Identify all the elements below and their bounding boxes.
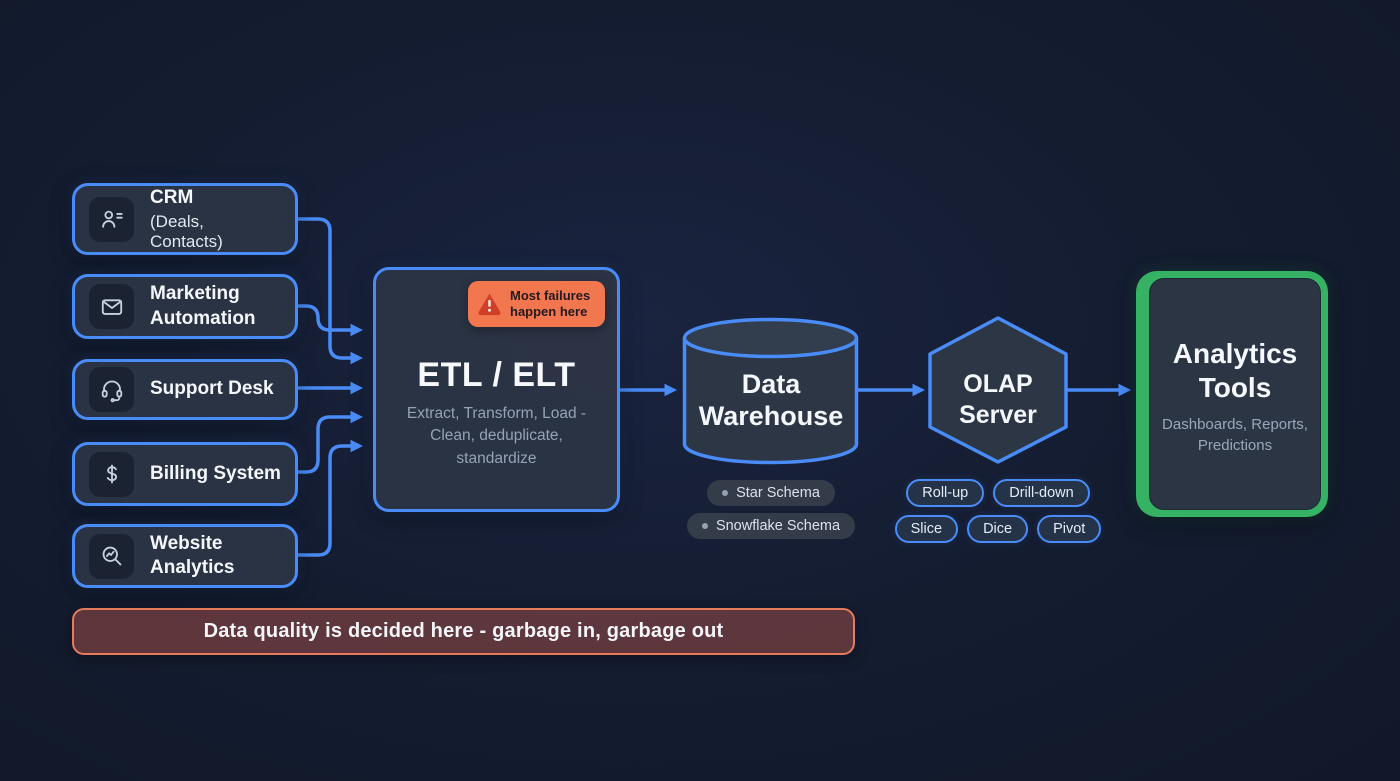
source-node-support: Support Desk [72,359,298,420]
arrow-billing-to-etl [296,410,364,474]
etl-subtitle: Extract, Transform, Load - Clean, dedupl… [406,405,587,467]
schema-tag: Snowflake Schema [686,513,856,539]
source-title: Billing System [150,462,281,484]
source-title: Marketing Automation [150,283,256,329]
arrow-website-to-etl [296,439,364,557]
schema-tag-label: Snowflake Schema [715,518,841,534]
dollar-icon [89,451,134,497]
source-node-marketing: Marketing Automation [72,274,298,339]
source-title: Support Desk [150,378,274,400]
arrow-marketing-to-etl [296,304,364,337]
bullet-dot-icon [722,490,729,496]
schema-tag: Star Schema [707,480,835,506]
etl-title: ETL / ELT [417,356,576,394]
data-quality-banner-text: Data quality is decided here - garbage i… [203,620,724,642]
analytics-node-inner: Analytics Tools Dashboards, Reports, Pre… [1149,278,1321,510]
source-node-crm: CRM (Deals, Contacts) [72,183,298,255]
chart-search-icon [89,533,134,579]
etl-node: Most failures happen here ETL / ELT Extr… [373,267,620,512]
warning-icon [476,290,503,317]
olap-operations: Roll-up Drill-down Slice Dice Pivot [878,479,1118,543]
schema-tag-label: Star Schema [736,485,820,501]
warehouse-title: Data Warehouse [698,369,844,431]
mail-icon [89,284,134,329]
olap-operation-pill: Slice [894,515,959,543]
database-cylinder-shape [682,317,859,465]
olap-operation-pill: Dice [967,515,1029,543]
bullet-dot-icon [701,523,708,529]
warehouse-tags: Star Schema Snowflake Schema [655,480,887,539]
warning-badge: Most failures happen here [468,281,605,327]
warning-badge-text: Most failures happen here [510,288,591,319]
source-node-billing: Billing System [72,442,298,506]
source-label: CRM (Deals, Contacts) [150,186,281,251]
olap-title: OLAP Server [959,370,1037,430]
olap-operation-pill: Pivot [1037,515,1102,543]
headset-icon [89,367,134,412]
olap-operation-pill: Roll-up [906,479,985,507]
analytics-subtitle: Dashboards, Reports, Predictions [1162,416,1308,454]
contacts-icon [89,196,134,242]
source-node-website: Website Analytics [72,524,298,588]
source-title: Website Analytics [150,532,235,578]
data-quality-banner: Data quality is decided here - garbage i… [72,608,855,655]
arrow-crm-to-etl [296,217,364,365]
analytics-node: Analytics Tools Dashboards, Reports, Pre… [1136,271,1328,517]
analytics-title: Analytics Tools [1172,338,1298,404]
olap-operation-pill: Drill-down [993,479,1090,507]
source-subtitle: (Deals, Contacts) [150,211,223,251]
hexagon-shape [928,316,1068,464]
source-title: CRM [150,187,194,209]
